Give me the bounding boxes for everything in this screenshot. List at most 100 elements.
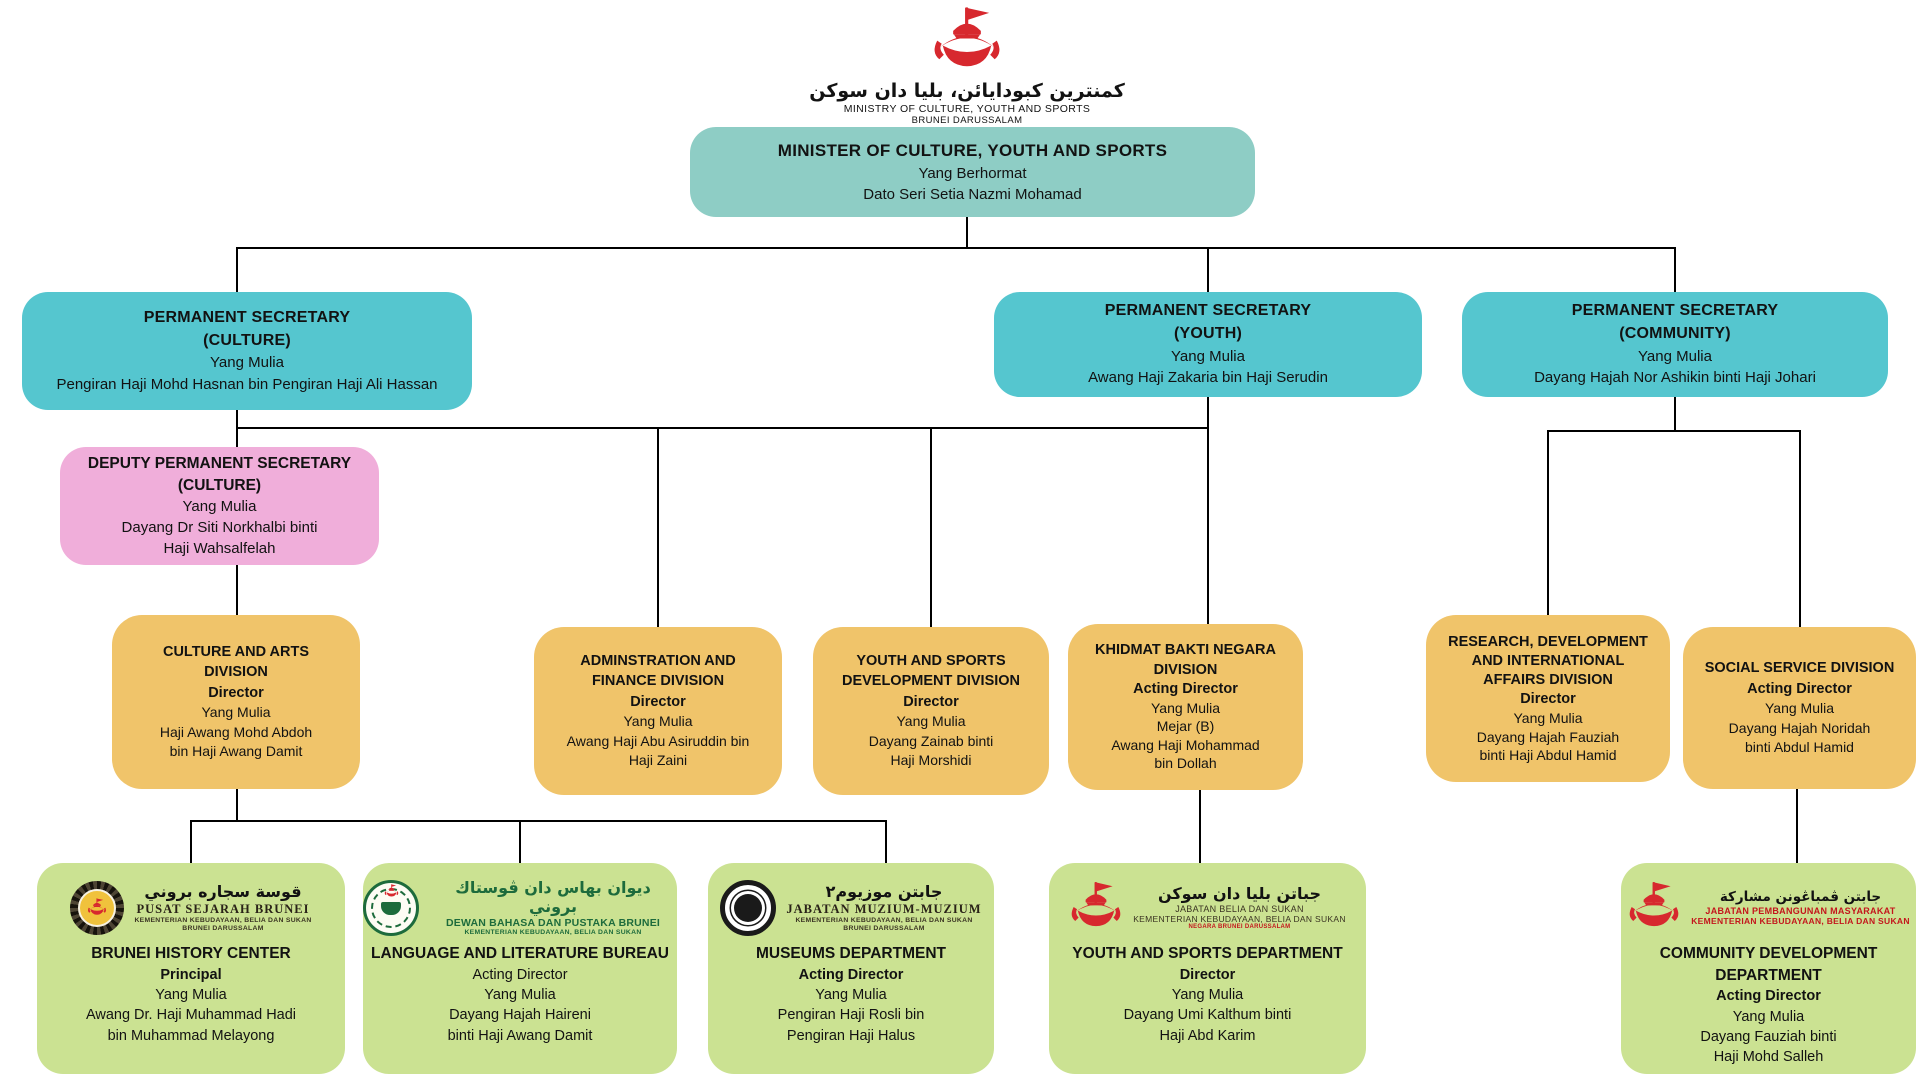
ps-youth-subtitle: (YOUTH) bbox=[1173, 325, 1243, 343]
dept-name-line: Pengiran Haji Rosli bin bbox=[777, 1007, 925, 1024]
deputy-subtitle: (CULTURE) bbox=[177, 476, 262, 494]
connector-to-museums bbox=[885, 820, 887, 864]
museums-logo: جابتن موزيوم٢ JABATAN MUZIUM-MUZIUM KEME… bbox=[708, 877, 994, 939]
dept-name-line: Dayang Hajah Haireni bbox=[449, 1007, 591, 1024]
connector-to-social-service bbox=[1799, 430, 1801, 629]
division-title-line: KHIDMAT BAKTI NEGARA bbox=[1095, 642, 1276, 659]
division-honorific: Yang Mulia bbox=[1764, 699, 1834, 716]
youth-sports-logo-jawi: جباتن بليا دان سوكن bbox=[1157, 883, 1322, 903]
ps-community-subtitle: (COMMUNITY) bbox=[1619, 325, 1731, 343]
dept-title: COMMUNITY DEVELOPMENT bbox=[1659, 945, 1878, 962]
division-title-line: AND INTERNATIONAL bbox=[1471, 652, 1625, 669]
division-role: Director bbox=[630, 693, 686, 710]
community-development-logo: جابتن ڤمباڠونن مشاركة JABATAN PEMBANGUNA… bbox=[1621, 877, 1916, 939]
ps-culture-name: Pengiran Haji Mohd Hasnan bin Pengiran H… bbox=[56, 375, 438, 393]
dept-title: BRUNEI HISTORY CENTER bbox=[91, 945, 291, 962]
museums-logo-jawi: جابتن موزيوم٢ bbox=[825, 882, 943, 902]
muzium-seal-icon bbox=[720, 880, 777, 936]
box-brunei-history-center: قوسة سجاره بروني PUSAT SEJARAH BRUNEI KE… bbox=[37, 863, 345, 1074]
division-role: Director bbox=[208, 684, 264, 701]
dept-honorific: Yang Mulia bbox=[1171, 986, 1244, 1003]
brunei-crest-icon bbox=[1069, 881, 1123, 935]
connector-to-youth-sports-dev bbox=[930, 427, 932, 628]
language-logo-sub: KEMENTERIAN KEBUDAYAAN, BELIA DAN SUKAN bbox=[464, 929, 642, 937]
division-honorific: Yang Mulia bbox=[1150, 699, 1220, 716]
box-ps-culture: PERMANENT SECRETARY (CULTURE) Yang Mulia… bbox=[22, 292, 472, 410]
division-name-line: Dayang Zainab binti bbox=[868, 732, 994, 749]
minister-title: MINISTER OF CULTURE, YOUTH AND SPORTS bbox=[777, 140, 1168, 160]
dept-role: Director bbox=[1179, 966, 1236, 983]
box-khidmat-bakti-negara-division: KHIDMAT BAKTI NEGARA DIVISION Acting Dir… bbox=[1068, 624, 1303, 790]
division-title-line: AFFAIRS DIVISION bbox=[1483, 671, 1613, 688]
dept-name-line: Dayang Umi Kalthum binti bbox=[1123, 1007, 1292, 1024]
box-youth-sports-department: جباتن بليا دان سوكن JABATAN BELIA DAN SU… bbox=[1049, 863, 1366, 1074]
dept-title: MUSEUMS DEPARTMENT bbox=[755, 945, 947, 962]
minister-name: Dato Seri Setia Nazmi Mohamad bbox=[863, 186, 1082, 204]
museums-logo-sub: KEMENTERIAN KEBUDAYAAN, BELIA DAN SUKAN bbox=[795, 916, 973, 924]
minister-honorific: Yang Berhormat bbox=[918, 164, 1027, 182]
ministry-jawi-title: كمنترين كبودايائن، بليا دان سوكن bbox=[809, 80, 1125, 102]
community-logo-name: JABATAN PEMBANGUNAN MASYARAKAT bbox=[1705, 905, 1896, 916]
ps-culture-honorific: Yang Mulia bbox=[210, 354, 284, 372]
deputy-title: DEPUTY PERMANENT SECRETARY bbox=[87, 454, 352, 472]
dept-name-line: bin Muhammad Melayong bbox=[107, 1027, 275, 1044]
community-logo-sub: KEMENTERIAN KEBUDAYAAN, BELIA DAN SUKAN bbox=[1691, 916, 1910, 927]
division-name-line: Haji Morshidi bbox=[890, 752, 972, 769]
ps-youth-honorific: Yang Mulia bbox=[1171, 347, 1245, 365]
box-youth-sports-development-division: YOUTH AND SPORTS DEVELOPMENT DIVISION Di… bbox=[813, 627, 1049, 795]
division-title-line: SOCIAL SERVICE DIVISION bbox=[1704, 660, 1895, 677]
dept-name-line: binti Haji Awang Damit bbox=[447, 1027, 593, 1044]
connector-to-research bbox=[1547, 430, 1549, 617]
dept-honorific: Yang Mulia bbox=[484, 986, 556, 1003]
division-honorific: Yang Mulia bbox=[1513, 710, 1583, 727]
box-culture-arts-division: CULTURE AND ARTS DIVISION Director Yang … bbox=[112, 615, 360, 789]
box-social-service-division: SOCIAL SERVICE DIVISION Acting Director … bbox=[1683, 627, 1916, 789]
deputy-honorific: Yang Mulia bbox=[182, 498, 257, 516]
ps-youth-name: Awang Haji Zakaria bin Haji Serudin bbox=[1088, 369, 1328, 387]
box-minister: MINISTER OF CULTURE, YOUTH AND SPORTS Ya… bbox=[690, 127, 1255, 217]
division-title-line: DIVISION bbox=[1153, 661, 1218, 678]
deputy-name-line1: Dayang Dr Siti Norkhalbi binti bbox=[121, 519, 318, 537]
ps-community-honorific: Yang Mulia bbox=[1638, 347, 1712, 365]
division-name-line: Dayang Hajah Noridah bbox=[1728, 719, 1871, 736]
dept-title: LANGUAGE AND LITERATURE BUREAU bbox=[371, 945, 669, 962]
division-name-line: Mejar (B) bbox=[1156, 718, 1215, 735]
ministry-country: BRUNEI DARUSSALAM bbox=[911, 115, 1023, 126]
division-role: Director bbox=[903, 693, 959, 710]
dept-role: Acting Director bbox=[798, 966, 904, 983]
division-name-line: Haji Awang Mohd Abdoh bbox=[159, 723, 313, 740]
division-role: Acting Director bbox=[1747, 680, 1852, 697]
museums-logo-sub: BRUNEI DARUSSALAM bbox=[843, 924, 925, 932]
dept-name-line: Haji Mohd Salleh bbox=[1713, 1049, 1824, 1066]
dept-role: Principal bbox=[160, 966, 222, 983]
division-title-line: FINANCE DIVISION bbox=[591, 673, 725, 690]
box-administration-finance-division: ADMINSTRATION AND FINANCE DIVISION Direc… bbox=[534, 627, 782, 795]
connector-culture-bus bbox=[190, 820, 887, 822]
ps-community-name: Dayang Hajah Nor Ashikin binti Haji Joha… bbox=[1534, 369, 1816, 387]
division-name-line: Awang Haji Mohammad bbox=[1111, 736, 1260, 753]
deputy-name-line2: Haji Wahsalfelah bbox=[163, 540, 276, 558]
box-museums-department: جابتن موزيوم٢ JABATAN MUZIUM-MUZIUM KEME… bbox=[708, 863, 994, 1074]
language-logo-jawi: ديوان بهاس دان ڤوستاك بروني bbox=[455, 877, 651, 916]
division-title-line: DEVELOPMENT DIVISION bbox=[841, 673, 1021, 690]
ps-youth-title: PERMANENT SECRETARY bbox=[1104, 302, 1312, 320]
division-name-line: binti Abdul Hamid bbox=[1745, 739, 1854, 756]
youth-sports-logo-name: JABATAN BELIA DAN SUKAN bbox=[1175, 903, 1304, 914]
division-honorific: Yang Mulia bbox=[896, 713, 966, 730]
brunei-crest-icon bbox=[1627, 881, 1681, 935]
connector-ps-community-down bbox=[1674, 396, 1676, 432]
history-logo-sub: KEMENTERIAN KEBUDAYAAN, BELIA DAN SUKAN bbox=[134, 916, 312, 924]
youth-sports-logo: جباتن بليا دان سوكن JABATAN BELIA DAN SU… bbox=[1049, 877, 1366, 939]
division-title-line: RESEARCH, DEVELOPMENT bbox=[1448, 633, 1648, 650]
ps-culture-title: PERMANENT SECRETARY bbox=[143, 308, 351, 326]
dept-title: DEPARTMENT bbox=[1715, 966, 1822, 984]
community-logo-jawi: جابتن ڤمباڠونن مشاركة bbox=[1719, 888, 1882, 905]
box-ps-community: PERMANENT SECRETARY (COMMUNITY) Yang Mul… bbox=[1462, 292, 1888, 397]
connector-to-admin-finance bbox=[657, 427, 659, 628]
box-deputy-ps-culture: DEPUTY PERMANENT SECRETARY (CULTURE) Yan… bbox=[60, 447, 379, 565]
division-role: Director bbox=[1520, 690, 1576, 707]
dept-name-line: Pengiran Haji Halus bbox=[786, 1027, 916, 1044]
division-role: Acting Director bbox=[1133, 680, 1238, 697]
connector-to-youth-sports-dept bbox=[1199, 790, 1201, 864]
history-logo-jawi: قوسة سجاره بروني bbox=[144, 882, 302, 902]
